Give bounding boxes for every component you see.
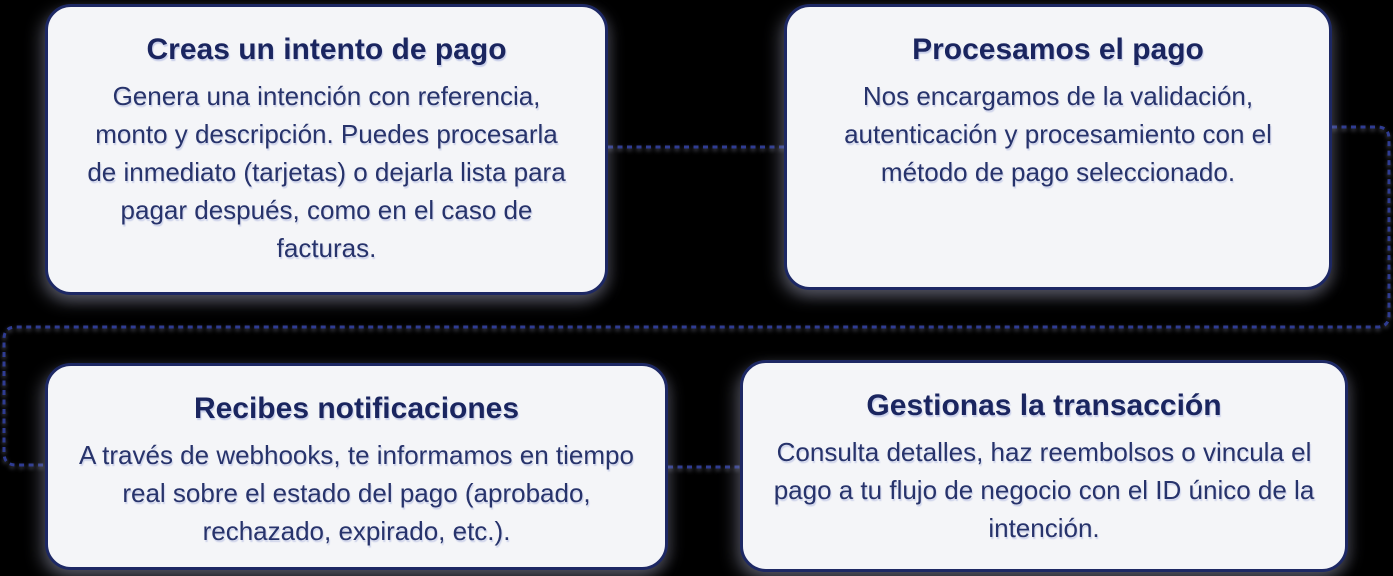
- step-description: A través de webhooks, te informamos en t…: [79, 440, 634, 546]
- step-card-receive-notifications: Recibes notificaciones A través de webho…: [45, 363, 668, 570]
- step-description: Nos encargamos de la validación, autenti…: [844, 81, 1272, 187]
- step-card-process-payment: Procesamos el pago Nos encargamos de la …: [784, 4, 1332, 290]
- step-description: Genera una intención con referencia, mon…: [87, 81, 566, 263]
- step-title: Creas un intento de pago: [146, 33, 507, 66]
- step-card-create-payment-intent: Creas un intento de pago Genera una inte…: [45, 4, 608, 295]
- step-title: Procesamos el pago: [912, 33, 1204, 66]
- step-title: Recibes notificaciones: [193, 392, 520, 425]
- step-card-manage-transaction: Gestionas la transacción Consulta detall…: [740, 360, 1348, 572]
- step-description: Consulta detalles, haz reembolsos o vinc…: [773, 437, 1315, 543]
- step-title: Gestionas la transacción: [866, 389, 1222, 422]
